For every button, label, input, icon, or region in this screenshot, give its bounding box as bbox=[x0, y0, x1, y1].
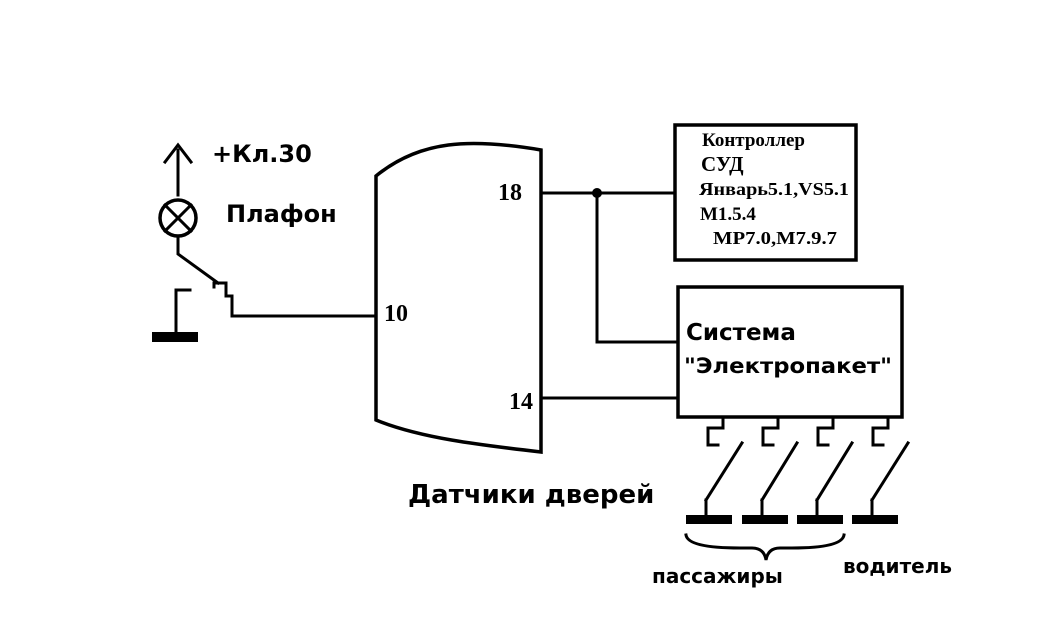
electropacket-line-1: Система bbox=[686, 320, 796, 346]
controller-line-5: МР7.0,М7.9.7 bbox=[713, 228, 837, 248]
driver-label: водитель bbox=[843, 554, 952, 578]
controller-line-1: Контроллер bbox=[702, 130, 805, 151]
power-arrow-icon bbox=[162, 142, 194, 197]
power-label: +Кл.30 bbox=[212, 140, 312, 168]
door-sensor-1-icon bbox=[686, 415, 745, 524]
pin-14-label: 14 bbox=[509, 389, 533, 415]
controller-line-2: СУД bbox=[701, 152, 744, 176]
pin-18-label: 18 bbox=[498, 180, 522, 206]
pin-10-label: 10 bbox=[384, 301, 408, 327]
lamp-door-switch-icon bbox=[176, 234, 378, 318]
controller-line-3: Январь5.1,VS5.1 bbox=[699, 179, 849, 199]
door-sensors-label: Датчики дверей bbox=[408, 480, 654, 510]
lamp-ground-icon bbox=[152, 288, 198, 342]
lamp-label: Плафон bbox=[226, 200, 337, 228]
wire-18-to-electropacket bbox=[595, 191, 680, 344]
passengers-brace bbox=[684, 533, 846, 561]
lamp-icon bbox=[158, 198, 198, 238]
door-sensor-3-icon bbox=[797, 415, 855, 524]
controller-box bbox=[673, 123, 858, 262]
central-block bbox=[374, 141, 543, 454]
door-sensor-2-icon bbox=[742, 415, 800, 524]
controller-line-4: М1.5.4 bbox=[700, 204, 756, 225]
passengers-label: пассажиры bbox=[652, 564, 783, 588]
electropacket-line-2: "Электропакет" bbox=[684, 354, 892, 378]
electropacket-box bbox=[676, 285, 904, 419]
door-sensor-4-icon bbox=[852, 415, 911, 524]
